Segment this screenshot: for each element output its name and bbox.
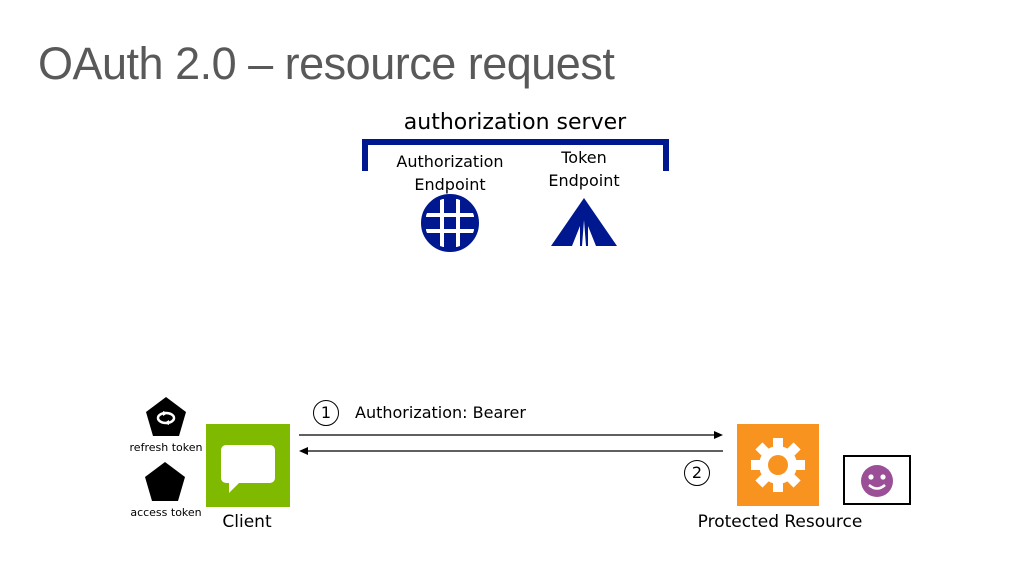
gear-icon [751, 438, 805, 492]
access-token-icon [145, 462, 185, 501]
authorization-server-label: authorization server [403, 110, 627, 135]
authorization-server-bracket [362, 139, 669, 171]
step-2-number: 2 [684, 460, 710, 486]
globe-icon [421, 194, 479, 252]
response-arrow [299, 447, 723, 455]
authorization-endpoint-label: Authorization Endpoint [385, 150, 515, 196]
client-box [206, 424, 290, 507]
tent-icon [551, 198, 617, 246]
step-1-number: 1 [313, 400, 339, 426]
protected-resource-label: Protected Resource [697, 512, 863, 532]
chat-bubble-icon [221, 445, 275, 493]
page-title: OAuth 2.0 – resource request [38, 38, 615, 89]
protected-resource-box [737, 424, 819, 506]
request-arrow [299, 431, 723, 439]
token-endpoint-label: Token Endpoint [525, 146, 643, 192]
smiley-icon [861, 465, 893, 497]
token-endpoint-line2: Endpoint [548, 171, 620, 190]
token-endpoint-line1: Token [561, 148, 607, 167]
refresh-token-icon [146, 397, 186, 436]
client-label: Client [222, 512, 272, 532]
refresh-token-label: refresh token [129, 441, 203, 454]
authorization-endpoint-line1: Authorization [396, 152, 504, 171]
authorization-endpoint-line2: Endpoint [414, 175, 486, 194]
access-token-label: access token [130, 506, 202, 519]
step-1-text: Authorization: Bearer [355, 403, 526, 422]
resource-owner-box [843, 455, 911, 505]
